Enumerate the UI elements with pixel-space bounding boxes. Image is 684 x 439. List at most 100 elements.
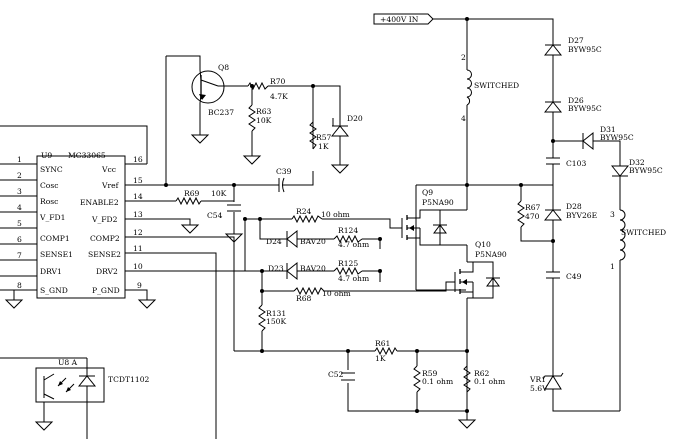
- ic-u9-pin-name: SENSE2: [88, 250, 121, 259]
- r124-ref: R124: [338, 226, 358, 235]
- capacitor-c39: [273, 177, 286, 193]
- d23-part: BAV20: [300, 264, 326, 273]
- mosfet-q10: Q10 P5NA90: [454, 240, 507, 299]
- ic-u9-pin-num: 15: [133, 176, 143, 185]
- r69-value: 10K: [211, 189, 227, 198]
- c52-ref: C52: [328, 370, 344, 379]
- r131-value: 150K: [266, 317, 286, 326]
- r24-value: 10 ohm: [321, 210, 350, 219]
- d32-part: BYW95C: [629, 166, 663, 175]
- diode-d27: D27 BYW95C: [543, 35, 602, 57]
- r125-value: 4.7 ohm: [338, 274, 369, 283]
- ic-u9-pin-num: 9: [137, 281, 142, 290]
- diode-d26: D26 BYW95C: [543, 92, 602, 114]
- d32-ref: D32: [629, 158, 645, 167]
- r61-ref: R61: [375, 339, 390, 348]
- ic-u9-pin-name: COMP1: [40, 234, 70, 243]
- diode-d28: D28 BYV26E: [543, 200, 597, 221]
- ic-u9-pin-name: DRV2: [96, 267, 118, 276]
- capacitor-c49: [546, 271, 560, 279]
- transistor-q8: Q8 BC237: [191, 63, 234, 117]
- d26-part: BYW95C: [568, 104, 602, 113]
- supply-label-400v: +400V IN: [373, 13, 434, 25]
- ic-u9-part: MC33065: [68, 151, 106, 160]
- r70-ref: R70: [270, 77, 286, 86]
- r62-value: 0.1 ohm: [474, 377, 505, 386]
- r63-value: 10K: [256, 116, 272, 125]
- ic-u9-pin-name: COMP2: [90, 234, 120, 243]
- d20-ref: D20: [347, 114, 363, 123]
- ic-u9-pin-name: SYNC: [40, 165, 63, 174]
- resistor-r124: [333, 234, 363, 244]
- ic-u9-pin-name: SENSE1: [40, 250, 73, 259]
- ic-u9-pin-num: 5: [17, 219, 22, 228]
- winding-upper-pin-top: 2: [461, 53, 466, 62]
- ic-u9: U9 MC33065 1 SYNC 2 Cosc 3 Rosc 4 V_FD1 …: [17, 151, 143, 299]
- ic-u9-pin-num: 12: [133, 228, 143, 237]
- r57-value: 1K: [318, 142, 329, 151]
- resistor-r62: [463, 365, 471, 393]
- vr1-part: 5.6V: [530, 384, 548, 393]
- c54-ref: C54: [207, 211, 223, 220]
- ic-u9-pin-num: 16: [133, 155, 143, 164]
- q8-ref: Q8: [218, 63, 229, 72]
- q10-part: P5NA90: [475, 250, 507, 259]
- d24-ref: D24: [266, 237, 282, 246]
- ic-u9-pin-name: DRV1: [40, 267, 62, 276]
- resistor-r57: [309, 121, 317, 150]
- r57-ref: R57: [316, 133, 332, 142]
- ground-symbols: [4, 134, 477, 431]
- vr1-ref: VR1: [529, 375, 546, 384]
- r124-value: 4.7 ohm: [338, 240, 369, 249]
- resistor-r68: [293, 286, 325, 296]
- d27-part: BYW95C: [568, 45, 602, 54]
- ic-u9-pin-name: Vcc: [101, 165, 116, 174]
- ic-u9-pin-name: V_FD1: [39, 213, 65, 222]
- optocoupler-u8a: U8 A TCDT1102: [35, 358, 150, 403]
- d31-ref: D31: [600, 125, 616, 134]
- ic-u9-pin-num: 11: [133, 244, 143, 253]
- resistor-r24: [291, 214, 323, 224]
- ic-u9-pin-num: 1: [17, 155, 22, 164]
- diode-d24: D24 BAV20: [266, 229, 326, 249]
- resistors: R70 4.7K R63 10K R57 1K R69 10K R24 10 o…: [175, 77, 541, 393]
- d27-ref: D27: [568, 36, 584, 45]
- d31-part: BYW95C: [600, 133, 634, 142]
- resistor-r131: [258, 304, 266, 332]
- winding-upper-label: SWITCHED: [474, 81, 519, 90]
- winding-upper-pin-bottom: 4: [461, 114, 466, 123]
- ic-u9-pin-num: 10: [133, 262, 143, 271]
- r67-ref: R67: [525, 203, 541, 212]
- d24-part: BAV20: [300, 237, 326, 246]
- r61-value: 1K: [375, 354, 386, 363]
- capacitor-c103: [546, 157, 560, 165]
- capacitors: C39 C54 C52 C103 C49: [207, 150, 586, 381]
- r68-value: 10 ohm: [322, 289, 351, 298]
- ic-u9-pin-num: 13: [133, 210, 143, 219]
- ic-u9-pin-num: 6: [17, 235, 22, 244]
- c39-ref: C39: [276, 167, 292, 176]
- resistor-r125: [333, 266, 363, 276]
- q8-part: BC237: [208, 108, 234, 117]
- winding-right-pin-top: 3: [610, 210, 615, 219]
- zener-vr1: VR1 5.6V: [529, 372, 564, 393]
- capacitor-c54: [227, 204, 241, 212]
- r59-value: 0.1 ohm: [422, 377, 453, 386]
- r70-value: 4.7K: [270, 92, 288, 101]
- ic-u9-pin-name: Rosc: [40, 197, 58, 206]
- ic-u9-pin-name: P_GND: [92, 286, 120, 295]
- d28-ref: D28: [566, 202, 582, 211]
- q9-part: P5NA90: [422, 198, 454, 207]
- diode-d23: D23 BAV20: [268, 261, 326, 281]
- r59-ref: R59: [422, 369, 438, 378]
- d28-part: BYV26E: [566, 211, 597, 220]
- ic-u9-pin-name: ENABLE2: [80, 198, 119, 207]
- winding-right-pin-bottom: 1: [610, 262, 615, 271]
- r62-ref: R62: [474, 369, 490, 378]
- ic-u9-pin-num: 3: [17, 187, 22, 196]
- u8a-ref: U8 A: [58, 358, 78, 367]
- winding-upper: [466, 69, 472, 106]
- q9-ref: Q9: [422, 188, 433, 197]
- resistor-r70: [247, 81, 269, 91]
